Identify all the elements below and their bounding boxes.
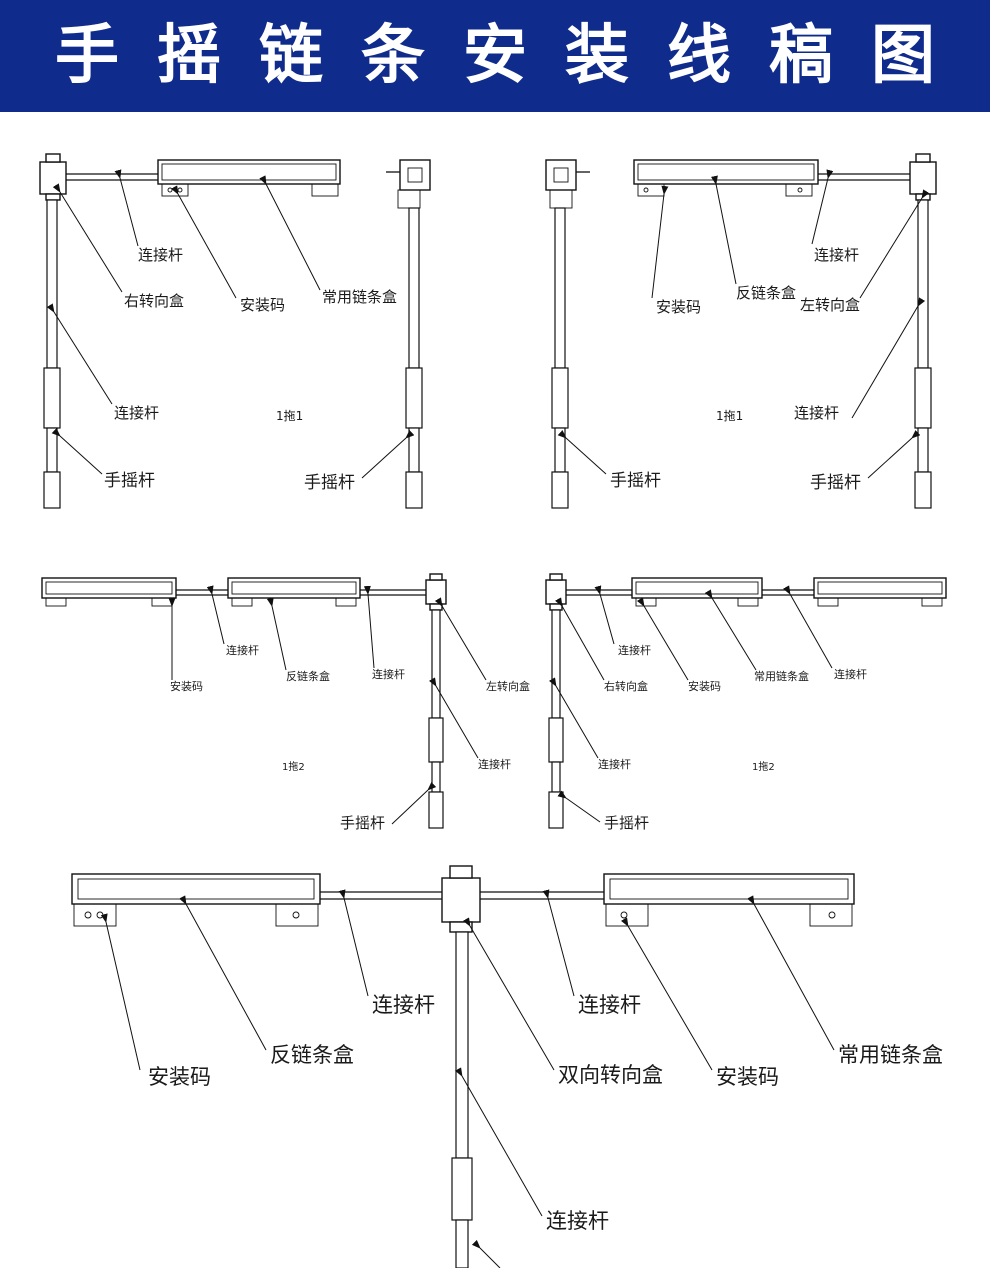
label-connector-rod: 连接杆: [114, 404, 159, 422]
panel-b: 连接杆 反链条盒 安装码 左转向盒 连接杆 1拖1 手摇杆 手摇杆: [545, 153, 937, 509]
label-right-turn-box: 右转向盒: [604, 679, 648, 693]
label-reverse-chain-box: 反链条盒: [736, 284, 796, 302]
panel-caption: 1拖2: [282, 760, 305, 773]
normal-chain-box: [631, 577, 763, 607]
label-crank-handle: 手摇杆: [340, 814, 385, 832]
label-connector-rod: 连接杆: [814, 246, 859, 264]
label-connector-rod: 连接杆: [372, 993, 435, 1017]
label-reverse-chain-box: 反链条盒: [286, 669, 330, 683]
label-connector-rod: 连接杆: [546, 1209, 609, 1233]
label-connector-rod: 连接杆: [578, 993, 641, 1017]
left-turn-box: [909, 153, 937, 201]
label-mount: 安装码: [716, 1065, 779, 1089]
label-connector-rod: 连接杆: [618, 643, 651, 657]
label-mount: 安装码: [656, 298, 701, 316]
label-normal-chain-box: 常用链条盒: [838, 1043, 943, 1067]
label-reverse-chain-box: 反链条盒: [270, 1043, 354, 1067]
label-crank-handle: 手摇杆: [304, 473, 355, 493]
normal-chain-box: [603, 873, 855, 927]
header-banner: 手摇链条安装线稿图: [0, 0, 990, 112]
label-mount: 安装码: [240, 296, 285, 314]
label-crank-handle: 手摇杆: [610, 471, 661, 491]
panel-c: 安装码 连接杆 反链条盒 连接杆 左转向盒 连接杆 1拖2 手摇杆: [41, 573, 530, 832]
label-crank-handle: 手摇杆: [104, 471, 155, 491]
panel-e: 连接杆 连接杆 安装码 反链条盒 双向转向盒 安装码 常用链条盒 连接杆: [71, 865, 943, 1268]
reverse-chain-box: [227, 577, 361, 607]
normal-chain-box: [157, 159, 341, 197]
label-mount: 安装码: [688, 679, 721, 693]
reverse-chain-box: [633, 159, 819, 197]
label-mount: 安装码: [148, 1065, 211, 1089]
right-turn-box: [39, 153, 67, 201]
label-connector-rod: 连接杆: [794, 404, 839, 422]
panel-caption: 1拖1: [716, 409, 743, 423]
page-title: 手摇链条安装线稿图: [55, 19, 973, 93]
label-normal-chain-box: 常用链条盒: [754, 669, 809, 683]
chain-box-2: [813, 577, 947, 607]
panel-a: 连接杆 右转向盒 安装码 常用链条盒 连接杆 1拖1 手摇杆 手摇杆: [39, 153, 431, 509]
bidirectional-turn-box: [441, 865, 481, 933]
label-connector-rod: 连接杆: [834, 667, 867, 681]
label-connector-rod: 连接杆: [598, 757, 631, 771]
label-left-turn-box: 左转向盒: [800, 296, 860, 314]
bracket-right: [386, 159, 431, 209]
label-bidirectional-turn-box: 双向转向盒: [558, 1063, 663, 1087]
chain-box-1: [41, 577, 177, 607]
left-turn-box: [425, 573, 447, 611]
bracket-left: [545, 159, 590, 209]
right-turn-box: [545, 573, 567, 611]
label-crank-handle: 手摇杆: [604, 814, 649, 832]
label-connector-rod: 连接杆: [226, 643, 259, 657]
label-left-turn-box: 左转向盒: [486, 679, 530, 693]
label-mount: 安装码: [170, 679, 203, 693]
panel-caption: 1拖2: [752, 760, 775, 773]
reverse-chain-box: [71, 873, 321, 927]
label-connector-rod: 连接杆: [372, 667, 405, 681]
panel-d: 连接杆 右转向盒 安装码 常用链条盒 连接杆 连接杆 1拖2 手摇杆: [545, 573, 947, 832]
label-connector-rod: 连接杆: [478, 757, 511, 771]
label-right-turn-box: 右转向盒: [124, 292, 184, 310]
label-normal-chain-box: 常用链条盒: [322, 288, 397, 306]
panel-caption: 1拖1: [276, 409, 303, 423]
label-crank-handle: 手摇杆: [810, 473, 861, 493]
label-connector-rod: 连接杆: [138, 246, 183, 264]
installation-diagram: 连接杆 右转向盒 安装码 常用链条盒 连接杆 1拖1 手摇杆 手摇杆: [39, 153, 947, 1268]
